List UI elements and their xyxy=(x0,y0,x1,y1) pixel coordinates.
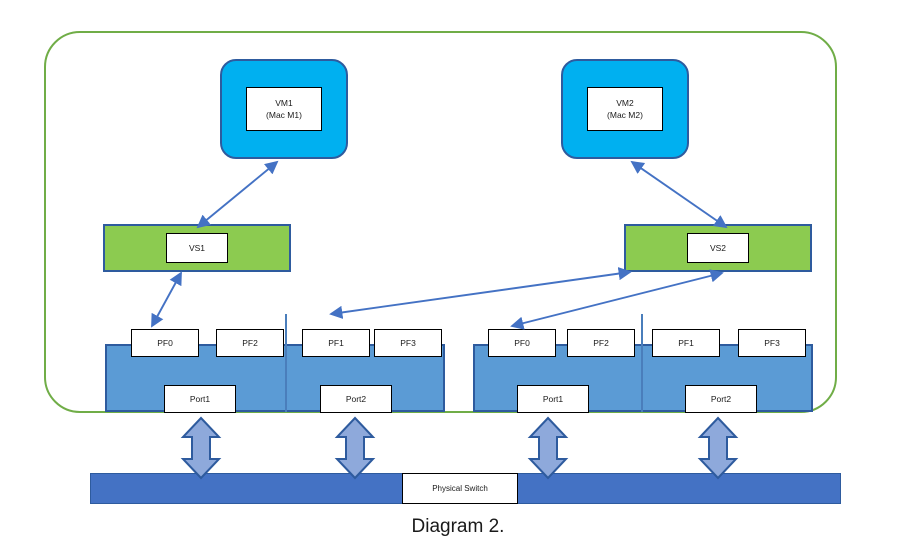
nic-right-pf0[interactable]: PF0 xyxy=(488,329,556,357)
nic-left-pf2-label: PF2 xyxy=(242,338,258,348)
nic-left-pf0[interactable]: PF0 xyxy=(131,329,199,357)
vs1-label: VS1 xyxy=(188,243,206,253)
nic-right-divider xyxy=(641,314,643,412)
nic-right-pf3[interactable]: PF3 xyxy=(738,329,806,357)
nic-left-port1-label: Port1 xyxy=(189,394,211,404)
vs2-label-box: VS2 xyxy=(687,233,749,263)
host-boundary xyxy=(44,31,837,413)
nic-left-pf1-label: PF1 xyxy=(328,338,344,348)
nic-left-port2-label: Port2 xyxy=(345,394,367,404)
diagram-caption: Diagram 2. xyxy=(411,516,505,537)
physical-switch-label-box: Physical Switch xyxy=(402,473,518,504)
vs2-label: VS2 xyxy=(709,243,727,253)
vm1-mac: (Mac M1) xyxy=(266,110,302,120)
nic-left-pf0-label: PF0 xyxy=(157,338,173,348)
vm2-label-box: VM2 (Mac M2) xyxy=(587,87,663,131)
vm2-mac: (Mac M2) xyxy=(607,110,643,120)
vm-card-vm2[interactable]: VM2 (Mac M2) xyxy=(561,59,689,159)
nic-right-pf1[interactable]: PF1 xyxy=(652,329,720,357)
virtual-switch-vs1[interactable]: VS1 xyxy=(103,224,291,272)
vm-card-vm1[interactable]: VM1 (Mac M1) xyxy=(220,59,348,159)
vs1-label-box: VS1 xyxy=(166,233,228,263)
vm2-name: VM2 xyxy=(616,97,634,108)
nic-left-pf3[interactable]: PF3 xyxy=(374,329,442,357)
virtual-switch-vs2[interactable]: VS2 xyxy=(624,224,812,272)
block-arrow-nicleft-port2 xyxy=(334,416,376,480)
nic-left-divider xyxy=(285,314,287,412)
nic-left-port1[interactable]: Port1 xyxy=(164,385,236,413)
nic-left-pf3-label: PF3 xyxy=(400,338,416,348)
nic-right-pf2[interactable]: PF2 xyxy=(567,329,635,357)
nic-right-port2-label: Port2 xyxy=(710,394,732,404)
physical-switch-label: Physical Switch xyxy=(432,484,488,493)
nic-right-pf0-label: PF0 xyxy=(514,338,530,348)
block-arrow-nicright-port2 xyxy=(697,416,739,480)
nic-left-pf1[interactable]: PF1 xyxy=(302,329,370,357)
nic-right-port2[interactable]: Port2 xyxy=(685,385,757,413)
block-arrow-nicright-port1 xyxy=(527,416,569,480)
nic-right-port1-label: Port1 xyxy=(542,394,564,404)
nic-right-pf3-label: PF3 xyxy=(764,338,780,348)
block-arrow-nicleft-port1 xyxy=(180,416,222,480)
nic-left-port2[interactable]: Port2 xyxy=(320,385,392,413)
nic-right-pf2-label: PF2 xyxy=(593,338,609,348)
nic-right-pf1-label: PF1 xyxy=(678,338,694,348)
vm1-label-box: VM1 (Mac M1) xyxy=(246,87,322,131)
nic-left-pf2[interactable]: PF2 xyxy=(216,329,284,357)
vm1-name: VM1 xyxy=(275,97,293,108)
nic-right-port1[interactable]: Port1 xyxy=(517,385,589,413)
